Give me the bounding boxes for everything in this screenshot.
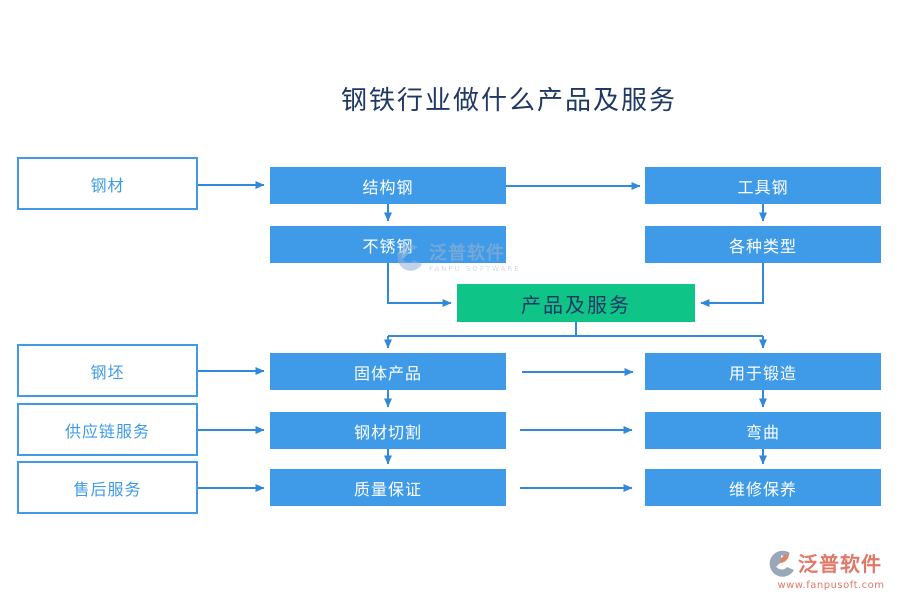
arrow-various-to-center [700,263,764,307]
node-structural-steel: 结构钢 [270,167,506,204]
node-solid-products: 固体产品 [270,353,506,390]
footer-logo: 泛普软件 www.fanpusoft.com [768,549,894,591]
node-stainless-steel: 不锈钢 [270,226,506,263]
node-various-types: 各种类型 [645,226,881,263]
node-after-sales-service: 售后服务 [17,461,198,514]
footer-logo-website: www.fanpusoft.com [777,580,885,591]
footer-logo-name: 泛普软件 [798,552,882,576]
node-bending: 弯曲 [645,412,881,449]
node-steel-billet: 钢坯 [17,344,198,397]
node-quality-assurance: 质量保证 [270,469,506,506]
node-tool-steel: 工具钢 [645,167,881,204]
node-maintenance: 维修保养 [645,469,881,506]
node-for-forging: 用于锻造 [645,353,881,390]
connector-center-split [388,322,763,337]
node-products-and-services: 产品及服务 [457,284,695,322]
node-steel-cutting: 钢材切割 [270,412,506,449]
node-steel: 钢材 [17,157,198,210]
fanpu-logo-icon [768,549,796,583]
arrow-stainless-to-center [387,263,452,307]
diagram-title: 钢铁行业做什么产品及服务 [340,86,677,116]
node-supply-chain-service: 供应链服务 [17,403,198,456]
